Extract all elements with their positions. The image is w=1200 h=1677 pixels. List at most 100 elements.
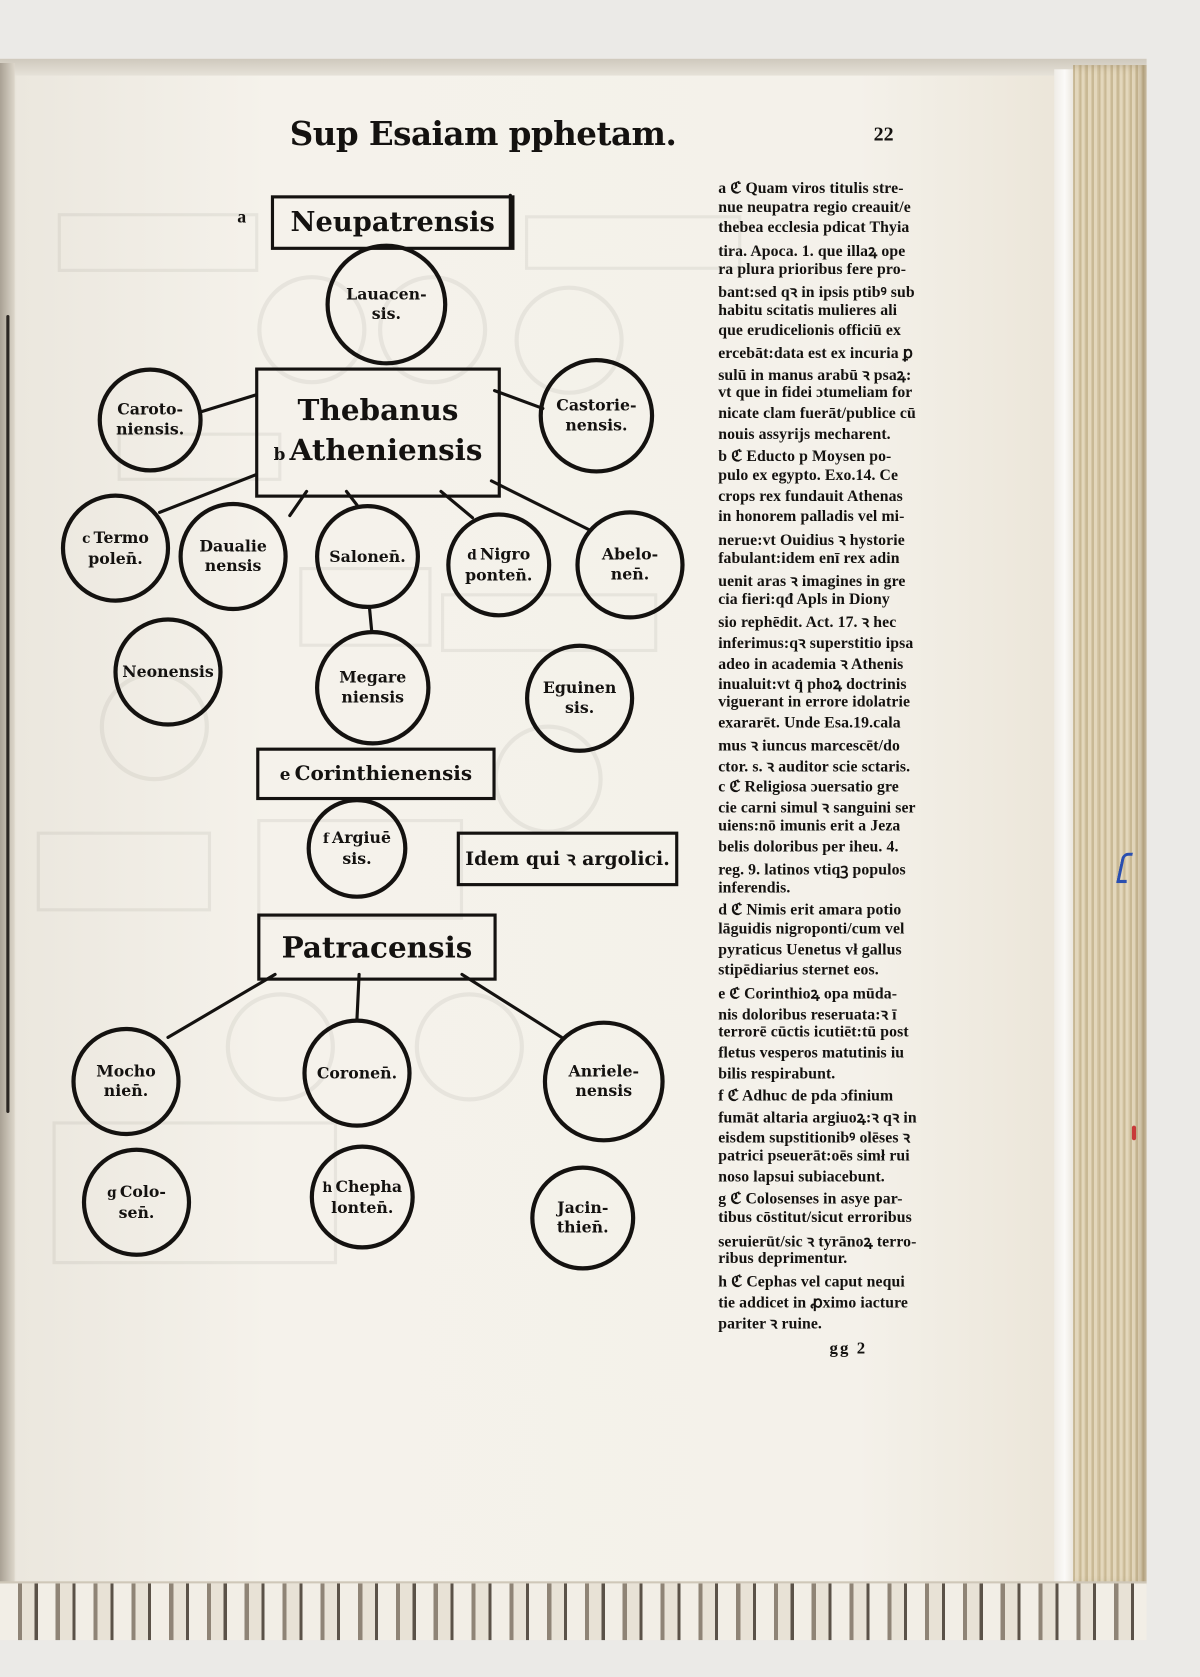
circle-label: niensis [341,687,405,707]
commentary-line: nicate clam fuerāt/publice cū [718,405,916,423]
circle-carotoniensis: Caroto- niensis. [97,367,203,473]
connector-line [355,972,361,1021]
commentary-line: patrici pseuerāt:oēs simł rui [718,1147,910,1165]
note-marker: b [273,444,286,465]
circle-label: sis. [371,304,402,324]
commentary-line: tie addicet in ꝓximo iacture [718,1294,909,1312]
circle-label: nen̄. [610,564,650,584]
commentary-line: reg. 9. latinos vtiqꝫ populos [718,862,906,879]
circle-label: Coronen̄. [316,1063,398,1083]
circle-label: Chepha [335,1176,403,1196]
commentary-line: fabulant:idem enī rex adin [718,549,900,567]
circle-label: nensis [204,556,262,576]
circle-label: Neonensis [122,662,214,681]
commentary-line: ribus deprimentur. [718,1250,848,1268]
box-patracensis: Patracensis [257,913,497,981]
box-label: Idem qui ꝛ argolici. [465,848,670,871]
commentary-line: lāguidis nigroponti/cum vel [718,920,905,938]
circle-label: sis. [564,698,595,718]
commentary-line: nouis assyrijs mecharent. [718,425,891,443]
commentary-line: thebea ecclesia pdicat Thyia [718,219,910,237]
circle-daualienensis: Daualie nensis [178,501,288,612]
commentary-line: vt que in fidei ɔtumeliam for [718,384,913,402]
show-through-ghost [525,215,742,270]
circle-label: Daualie [199,536,267,556]
commentary-line: cia fieri:qđ Apls in Diony [718,590,890,608]
commentary-line: h ℭ Cephas vel caput nequi [718,1273,905,1291]
commentary-line: uiens:nō imunis erit a Jeza [718,817,901,835]
circle-label: Jacin- [557,1198,609,1217]
commentary-line: exararēt. Unde Esa.19.cala [718,714,901,732]
commentary-line: tibus cōstitut/sicut erroribus [718,1209,912,1227]
commentary-line: nis doloribus reseruata:ꝛ ī [718,1006,897,1024]
circle-label: Anriele- [568,1061,640,1081]
commentary-line: habitu scitatis mulieres ali [718,302,898,320]
tail-edge-deckle [0,1581,1147,1641]
box-label: Patracensis [281,929,473,965]
circle-eguinensis: Eguinen sis. [525,643,635,753]
left-page-shadow-line [6,315,10,1113]
circle-salonensis: Salonen̄. [315,503,420,609]
commentary-line: noso lapsui subiacebunt. [718,1168,885,1186]
commentary-column: a ℭ Quam viros titulis stre-nue neupatra… [718,178,955,1333]
commentary-line: stipēdiarius sternet eos. [718,962,879,979]
connector-line [368,607,374,633]
commentary-line: ra plura prioribus fere pro- [718,260,907,278]
note-marker: g [107,1184,117,1201]
commentary-line: belis doloribus per iheu. 4. [718,838,899,856]
connector-line [492,389,545,411]
commentary-line: terrorē cūctis icutiēt:tū post [718,1024,909,1041]
commentary-line: crops rex fundauit Athenas [718,487,903,505]
circle-label: Caroto- [117,400,184,419]
note-marker: f [322,831,329,847]
cover-edge [1054,69,1076,1588]
box-idem-qui-argolici: Idem qui ꝛ argolici. [456,831,679,887]
signature-mark: gg 2 [829,1339,868,1358]
top-page-edge [0,58,1147,78]
circle-label: thien̄. [556,1218,609,1237]
fore-edge-page-stack [1073,65,1147,1586]
commentary-line: e ℭ Corinthioꝝ opa mūda- [718,985,898,1003]
blue-ink-mark [1117,879,1127,884]
show-through-ghost [57,213,259,272]
circle-castorienensis: Castorie- nensis. [538,358,655,474]
connector-line [158,473,258,514]
connector-line [200,393,258,414]
circle-lauacensis: Lauacen- sis. [325,243,448,366]
commentary-line: bant:sed qꝛ in ipsis ptibꝰ sub [718,284,915,302]
circle-label: nien̄. [103,1081,149,1101]
commentary-line: fumāt altaria argiuoꝝ:ꝛ qꝛ in [718,1109,917,1127]
commentary-line: inualuit:vt q̄ phoꝝ doctrinis [718,676,907,694]
commentary-line: bilis respirabunt. [718,1065,836,1083]
circle-mochoniensis: Mocho nien̄. [71,1026,181,1137]
circle-label: sis. [342,848,372,868]
commentary-line: sio rephēdit. Act. 17. ꝛ hec [718,614,897,632]
circle-label: niensis. [116,419,185,439]
commentary-line: eisdem supstitionibꝰ olēses ꝛ [718,1130,911,1148]
circle-label: ponten̄. [465,565,533,585]
circle-label: Salonen̄. [329,546,406,566]
commentary-line: que erudicelionis officiū ex [718,322,901,340]
circle-label: nensis. [565,415,628,435]
commentary-line: pulo ex egypto. Exo.14. Ce [718,467,899,485]
commentary-line: cie carni simul ꝛ sanguini ser [718,800,916,818]
box-label: Neupatrensis [290,206,495,239]
circle-coronensis: Coronen̄. [302,1018,412,1128]
commentary-line: pyraticus Uenetus vł gallus [718,941,902,959]
commentary-line: seruierūt/sic ꝛ tyrānoꝝ terro- [718,1233,917,1251]
box-label: Corinthienensis [294,762,473,786]
show-through-ghost [440,593,658,653]
circle-label: sen̄. [118,1202,155,1222]
commentary-line: ctor. s. ꝛ auditor scie sctaris. [718,759,911,776]
circle-neonensis: Neonensis [113,617,223,727]
